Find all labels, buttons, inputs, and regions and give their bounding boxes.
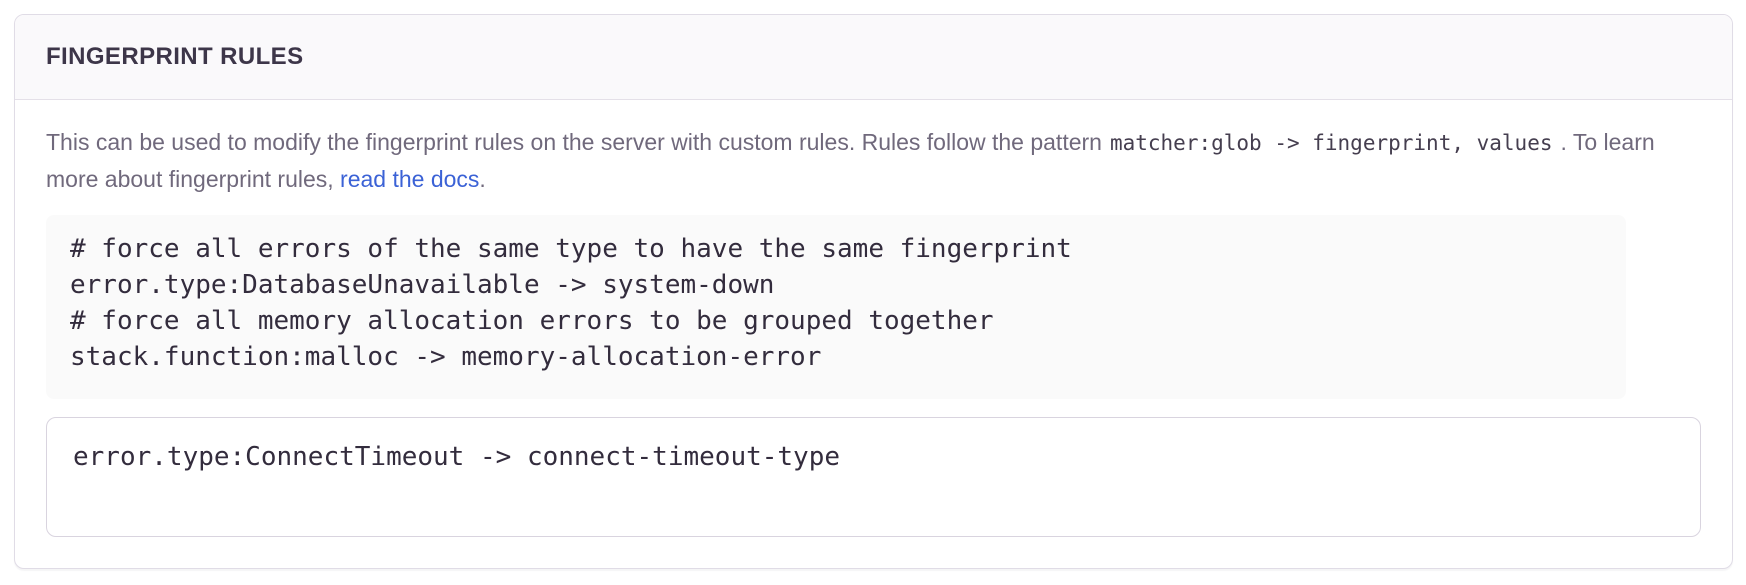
panel-body: This can be used to modify the fingerpri… bbox=[15, 100, 1732, 568]
example-code-block: # force all errors of the same type to h… bbox=[46, 215, 1626, 399]
description-text-after: . bbox=[479, 166, 486, 192]
panel-header: FINGERPRINT RULES bbox=[15, 15, 1732, 100]
description-text-middle: . To learn more about fingerprint rules, bbox=[46, 129, 1655, 192]
panel-title: FINGERPRINT RULES bbox=[46, 43, 304, 70]
read-the-docs-link[interactable]: read the docs bbox=[340, 166, 480, 192]
pattern-inline-code: matcher:glob -> fingerprint, values bbox=[1109, 131, 1553, 155]
description-text-before: This can be used to modify the fingerpri… bbox=[46, 129, 1102, 155]
fingerprint-rules-panel: FINGERPRINT RULES This can be used to mo… bbox=[14, 14, 1733, 569]
fingerprint-rules-input[interactable]: error.type:ConnectTimeout -> connect-tim… bbox=[46, 417, 1701, 537]
panel-description: This can be used to modify the fingerpri… bbox=[46, 124, 1676, 197]
